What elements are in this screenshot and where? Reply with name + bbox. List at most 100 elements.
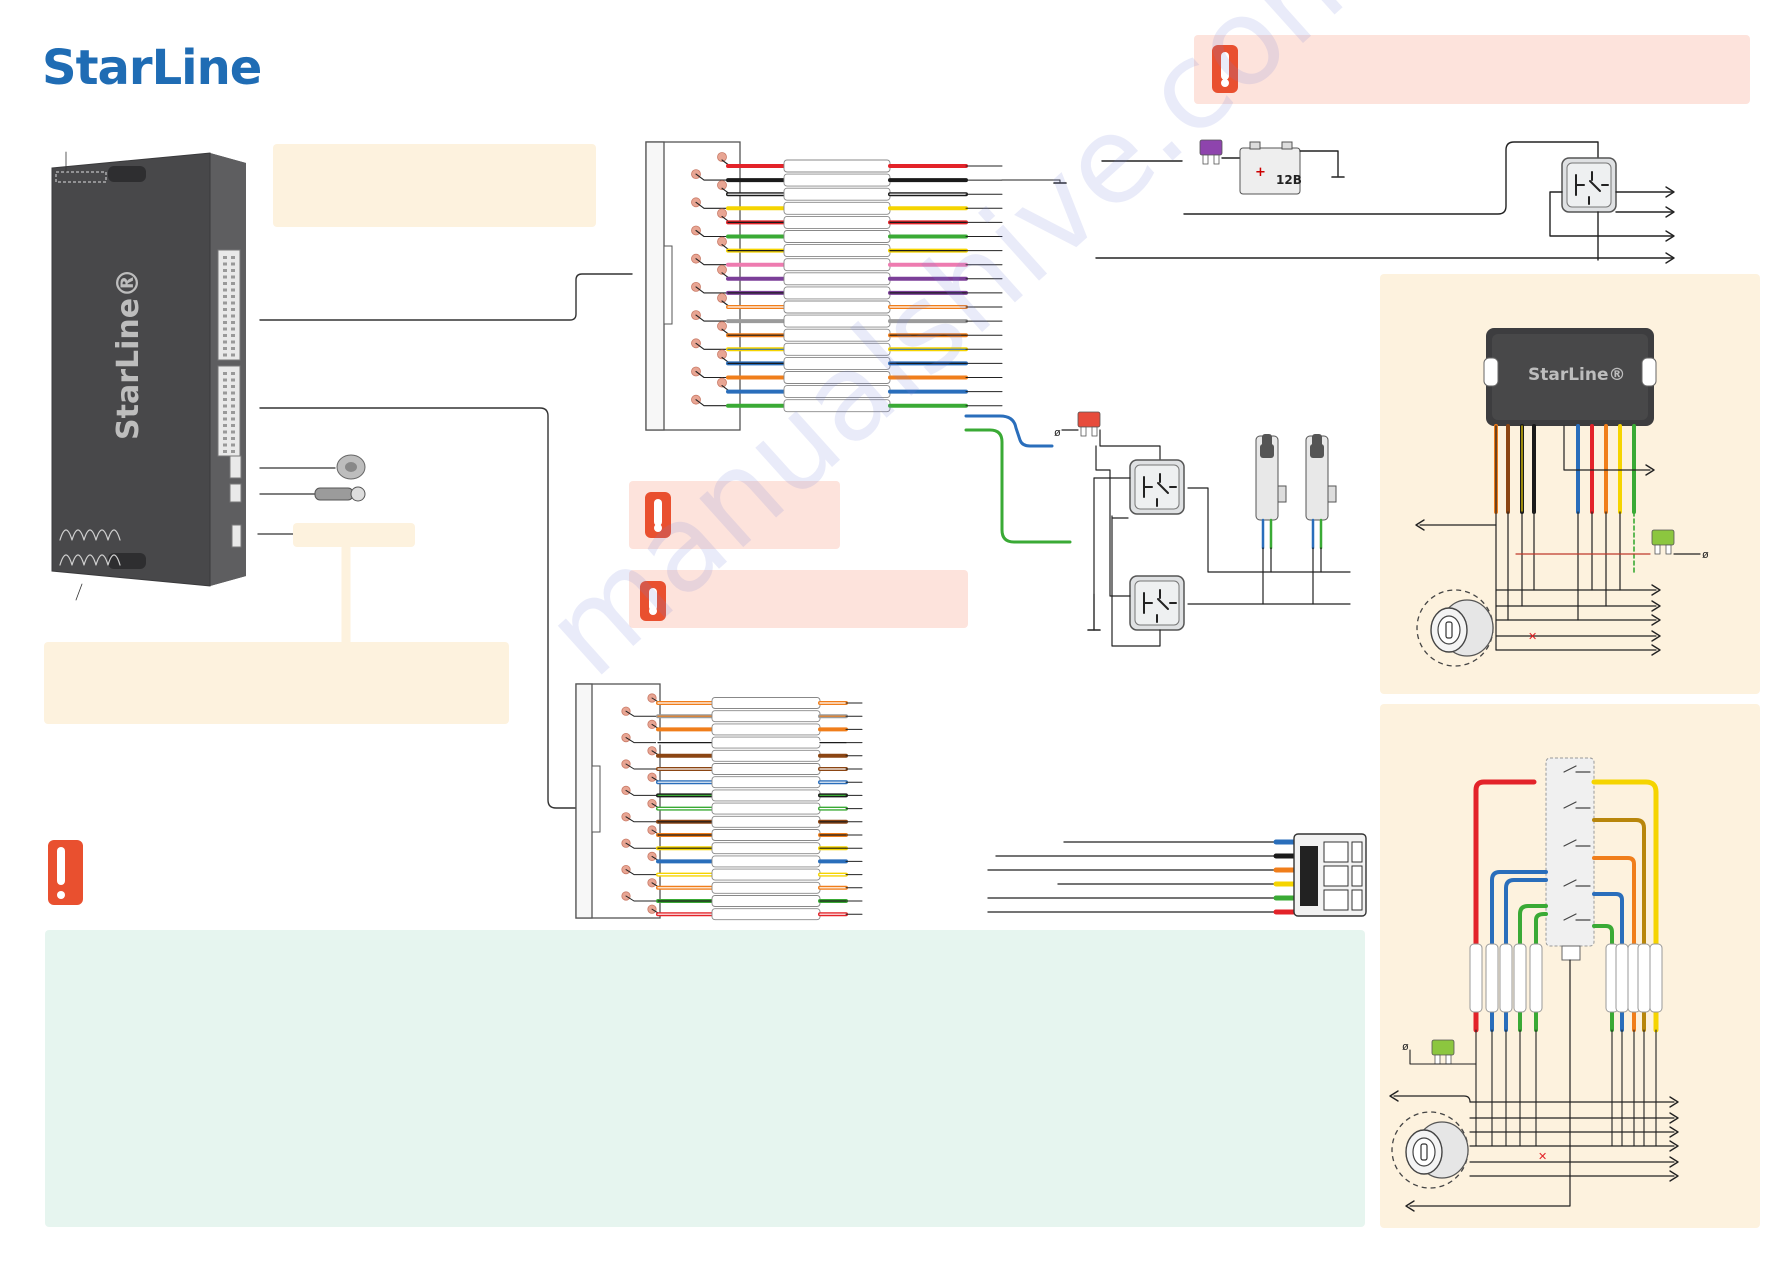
wire-label-sleeve <box>783 328 891 342</box>
socket-pin <box>223 385 227 388</box>
blue-wire-out <box>964 414 1054 448</box>
bypass-wire-blue <box>1490 870 1548 1032</box>
socket-pin <box>231 321 235 324</box>
socket-pin <box>223 327 227 331</box>
wire-label-sleeve <box>783 300 891 314</box>
sensor-core <box>345 462 357 472</box>
main-harness-wire <box>717 349 1003 370</box>
relay-link <box>1111 515 1161 647</box>
arrow-head <box>1651 600 1661 612</box>
fuse-leg <box>1665 544 1672 555</box>
arrow-head <box>1645 464 1655 476</box>
socket-pin <box>223 256 227 259</box>
info-panel <box>45 930 1365 1227</box>
wire-label-sleeve <box>711 710 821 723</box>
second-harness-wire <box>621 706 863 723</box>
no-connect-mark: ø <box>1054 427 1061 439</box>
socket-pin <box>231 443 235 447</box>
socket-pin <box>223 372 227 375</box>
relay-contact <box>1157 482 1169 494</box>
socket-pin <box>231 282 235 285</box>
wire-label-sleeve <box>783 159 891 173</box>
can-pin-slot <box>1323 889 1349 911</box>
main-harness-wire <box>691 310 1003 328</box>
note-box-top <box>273 144 596 227</box>
arrow-head <box>1665 230 1675 242</box>
socket-pin <box>231 340 235 344</box>
small-socket <box>229 455 242 479</box>
wire-label-sleeve <box>1615 943 1629 1013</box>
wire-label-sleeve <box>783 244 891 258</box>
main-harness-wire <box>691 253 1003 272</box>
wire-label-sleeve <box>783 385 891 399</box>
connector-pin <box>717 321 727 332</box>
second-harness-wire <box>621 864 863 881</box>
fuse-icon <box>1651 529 1675 555</box>
relay-loop <box>1549 191 1673 237</box>
alarm-unit-face <box>51 152 211 587</box>
bypass-wire-dark-yellow <box>1592 818 1646 1032</box>
ignition-keyslot <box>1445 621 1453 639</box>
starline-logo: StarLine <box>42 40 262 96</box>
wire-label-sleeve <box>1469 943 1483 1013</box>
fuse-leg <box>1654 544 1661 555</box>
wire-label-sleeve <box>711 789 821 802</box>
socket-pin <box>231 437 235 440</box>
second-harness-wire <box>647 746 863 762</box>
fuse-body <box>1431 1039 1455 1056</box>
arrow-head <box>1665 252 1675 264</box>
wire-label-sleeve <box>1529 943 1543 1013</box>
relay-icon <box>1561 157 1617 213</box>
fuse-leg <box>1080 426 1087 437</box>
actuator-head <box>1262 434 1272 448</box>
label-area <box>55 171 107 183</box>
second-harness-lead <box>259 407 577 809</box>
no-connect-mark: ø <box>1402 1041 1409 1053</box>
relay-inner <box>1566 162 1612 208</box>
main-harness-wire <box>717 152 1003 173</box>
socket-pin <box>223 269 227 272</box>
main-harness-lead <box>259 273 633 321</box>
actuator-tab <box>1277 485 1287 503</box>
arrow-head <box>1651 584 1661 596</box>
socket-pin <box>223 443 227 447</box>
socket-pin <box>231 391 235 395</box>
wire-label-sleeve <box>1637 943 1651 1013</box>
main-harness-wire <box>691 197 1003 215</box>
can-pin-slot <box>1351 865 1363 887</box>
connector-pin <box>717 377 727 388</box>
fuse-leg <box>1091 426 1098 437</box>
cut-mark: ✕ <box>1538 1150 1547 1163</box>
module-ear <box>1641 357 1657 387</box>
wire-label-sleeve <box>711 736 821 749</box>
arrow-head <box>1669 1126 1679 1138</box>
connector-socket <box>217 249 241 361</box>
main-harness-wire <box>691 338 1003 356</box>
battery-terminal <box>1249 141 1261 150</box>
ignition-lead <box>1393 1095 1471 1103</box>
fuse-body <box>1077 411 1101 428</box>
wire-label-sleeve <box>783 187 891 201</box>
ground-lug-icon <box>314 487 354 501</box>
socket-pin <box>231 398 235 401</box>
bypass-wire-yellow <box>1591 779 1659 1033</box>
can-pin-slot <box>1323 841 1349 863</box>
arrow-head <box>1669 1140 1679 1152</box>
can-latch <box>1300 846 1318 906</box>
wire-label-sleeve <box>783 272 891 286</box>
green-wire-out <box>964 428 1072 544</box>
socket-pin <box>231 288 235 292</box>
main-harness-wire <box>691 281 1003 300</box>
exclamation-icon <box>645 492 671 538</box>
wire-label-sleeve <box>711 881 821 894</box>
socket-pin <box>231 404 235 408</box>
socket-pin <box>223 288 227 292</box>
arrow-head <box>1665 206 1675 218</box>
socket-pin <box>223 404 227 408</box>
arrow-head <box>1669 1156 1679 1168</box>
wire-label-sleeve <box>1513 943 1527 1013</box>
relay-switch <box>1563 839 1591 847</box>
wire-label-sleeve <box>711 815 821 828</box>
socket-pin <box>231 385 235 388</box>
ignition-lead <box>1183 141 1599 215</box>
